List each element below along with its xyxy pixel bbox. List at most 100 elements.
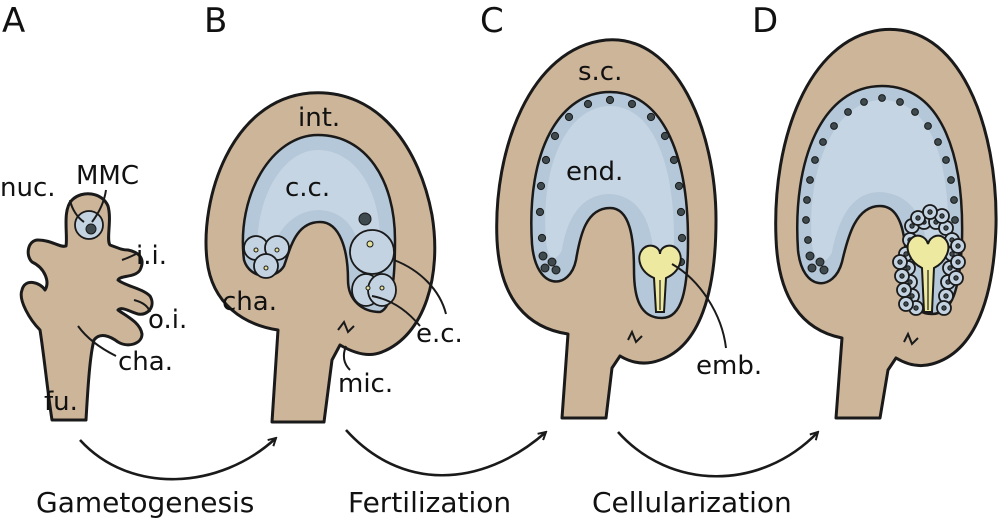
panel-a: A nuc. MMC i.i. o.i. cha. fu. Gametogene… [0,1,276,519]
endosperm-cell-nucleus-7 [947,265,953,271]
synergid-nucleus-2 [379,285,385,291]
label-emb: emb. [696,351,762,381]
endosperm-cell-nucleus-12 [905,265,911,271]
panel-d-cellularized-endosperm [892,204,966,316]
d-endosperm-nucleus-2 [802,216,810,224]
arrow-gametogenesis [79,438,276,481]
endosperm-cell-nucleus-24 [899,273,905,279]
endosperm-cell-nucleus-20 [955,243,961,249]
d-endosperm-nucleus-8 [844,108,852,116]
d-endosperm-nucleus-15 [942,156,950,164]
stage-fertilization: Fertilization [348,486,511,519]
label-ec: e.c. [416,319,463,349]
endosperm-cell-nucleus-25 [901,287,907,293]
panel-d-endosperm-nuclei [802,94,959,244]
panel-b-micropyle [337,319,355,334]
label-oi: o.i. [148,305,187,335]
label-sc: s.c. [578,57,622,87]
chalazal-nucleus-4 [551,265,561,275]
d-chalazal-nucleus-3 [807,263,817,273]
antipodal-nucleus-2 [274,247,280,253]
label-int: int. [298,103,340,133]
panel-c-letter: C [480,1,504,41]
panel-d-endosperm-highlight [811,100,949,262]
leader-oi [133,299,151,313]
chalazal-nucleus-3 [540,263,550,273]
endosperm-nucleus-2 [535,207,545,217]
d-endosperm-nucleus-7 [830,122,838,130]
panel-d: D [752,1,998,420]
d-endosperm-nucleus-1 [804,236,812,244]
endosperm-nucleus-5 [550,131,560,141]
endosperm-cell-nucleus-19 [927,209,933,215]
label-ii: i.i. [136,241,167,271]
panel-c-micropyle [627,329,643,344]
egg-cell [349,229,395,275]
d-endosperm-nucleus-13 [924,122,932,130]
chalazal-nucleus-2 [547,257,557,267]
d-endosperm-nucleus-12 [911,108,919,116]
stage-cellularization: Cellularization [592,486,792,519]
endosperm-cell-nucleus-4 [943,225,949,231]
endosperm-nucleus-13 [674,181,684,191]
endosperm-cell-nucleus-22 [953,275,959,281]
endosperm-cell-nucleus-1 [909,223,915,229]
endosperm-cell-nucleus-26 [903,301,909,307]
panel-a-primordium [19,192,154,422]
endosperm-nucleus-1 [537,233,547,243]
endosperm-cell-nucleus-21 [955,259,961,265]
leader-mmc [91,189,107,223]
leader-ii [121,253,137,261]
endosperm-cell-nucleus-16 [941,305,947,311]
endosperm-nucleus-14 [676,207,686,217]
antipodal-nucleus-1 [253,247,259,253]
endosperm-cell-nucleus-17 [915,215,921,221]
label-cha-b: cha. [222,287,277,317]
panel-d-micropyle [903,331,919,346]
label-end: end. [566,157,623,187]
panel-c-endosperm-nuclei [535,95,687,267]
panel-b-letter: B [204,1,227,41]
panel-b: B int. c.c. cha. e.c. mic. Fertilization [204,1,546,519]
leader-ec-2 [371,295,421,327]
panel-c-embryo [638,244,682,313]
d-endosperm-nucleus-16 [947,176,955,184]
panel-b-sac-highlight [257,150,380,266]
d-chalazal-nucleus-1 [805,251,815,261]
endosperm-cell-nucleus-13 [907,279,913,285]
mmc-nucleus [85,223,97,235]
antipodal-nucleus-3 [263,265,269,271]
endosperm-cell-nucleus-9 [943,293,949,299]
label-cc: c.c. [285,173,330,203]
d-endosperm-nucleus-5 [811,156,819,164]
endosperm-nucleus-3 [536,181,546,191]
label-fu: fu. [44,387,78,417]
endosperm-nucleus-10 [646,112,656,122]
label-cha-a: cha. [118,347,173,377]
endosperm-nucleus-11 [660,131,670,141]
label-mic: mic. [338,369,393,399]
d-chalazal-nucleus-4 [819,265,829,275]
endosperm-nucleus-7 [583,99,593,109]
panel-a-letter: A [2,1,25,41]
central-cell-nucleus [358,212,372,226]
d-endosperm-nucleus-18 [951,216,959,224]
d-endosperm-nucleus-4 [806,176,814,184]
panel-c-endosperm-highlight [545,106,674,263]
endosperm-cell-nucleus-6 [949,251,955,257]
synergid-nucleus-1 [365,285,371,291]
endosperm-nucleus-15 [677,233,687,243]
panel-c: C s.c. end. emb. Cellularization [480,1,818,519]
d-endosperm-nucleus-17 [950,196,958,204]
d-endosperm-nucleus-9 [860,98,868,106]
chalazal-nucleus-1 [538,251,548,261]
d-chalazal-nucleus-2 [815,257,825,267]
endosperm-nucleus-9 [627,99,637,109]
d-endosperm-nucleus-6 [819,138,827,146]
endosperm-nucleus-4 [541,155,551,165]
leader-emb [671,263,727,349]
leader-nuc [69,199,85,223]
panel-d-letter: D [752,1,778,41]
endosperm-nucleus-6 [564,112,574,122]
arrow-fertilization [345,429,546,477]
